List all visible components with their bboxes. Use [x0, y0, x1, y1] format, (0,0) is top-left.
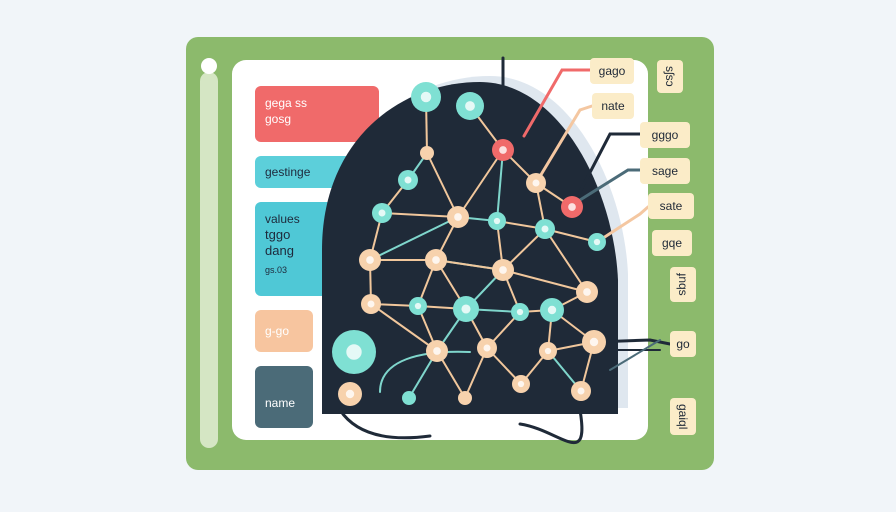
network-node	[402, 391, 416, 405]
network-node-center	[483, 344, 491, 352]
network-node-center	[414, 302, 422, 310]
card-cyan-line3: dang	[265, 243, 294, 258]
network-node-center	[577, 387, 585, 395]
network-edge	[435, 259, 504, 271]
network-node	[420, 146, 434, 160]
card-peach[interactable]: g-go	[255, 310, 313, 352]
scrollbar-track[interactable]	[200, 72, 218, 448]
tag-1[interactable]: gago	[590, 58, 634, 84]
scrollbar-handle[interactable]	[201, 58, 217, 74]
callout-line	[609, 339, 661, 371]
network-node-center	[593, 238, 601, 246]
callout-line	[379, 350, 471, 393]
callout-line	[534, 104, 594, 185]
tag-8[interactable]: ɟnqs	[670, 267, 696, 302]
card-slate-label: name	[265, 396, 296, 410]
tag-5[interactable]: sate	[648, 193, 694, 219]
network-node-center	[432, 256, 440, 264]
card-cyan-line2: tggo	[265, 227, 291, 242]
network-node-center	[378, 209, 386, 217]
network-node-center	[547, 305, 557, 315]
callout-line	[595, 205, 650, 244]
network-edge	[426, 152, 459, 218]
network-node-center	[367, 300, 375, 308]
tag-10[interactable]: gaiql	[670, 398, 696, 436]
callout-line	[518, 408, 584, 444]
card-teal-label: gestinge	[265, 165, 311, 179]
node-group	[332, 82, 606, 406]
network-node-center	[499, 266, 507, 274]
network-node	[458, 391, 472, 405]
tag-9[interactable]: go	[670, 331, 696, 357]
network-node-center	[461, 304, 471, 314]
card-cyan-line4: gs.03	[265, 265, 288, 275]
network-node-center	[346, 344, 362, 360]
network-node-center	[454, 213, 462, 221]
network-edge	[502, 269, 588, 293]
network-node-center	[516, 308, 524, 316]
network-node-center	[404, 176, 412, 184]
network-node-center	[589, 337, 599, 347]
tag-4[interactable]: sage	[640, 158, 690, 184]
card-red[interactable]: gega ss gosg	[255, 86, 379, 142]
card-red-line1: gega ss	[265, 96, 308, 110]
network-node-center	[433, 347, 441, 355]
network-edge	[370, 303, 438, 352]
tag-7[interactable]: sʃsɔ	[657, 60, 683, 93]
tag-3[interactable]: gggo	[640, 122, 690, 148]
card-cyan-line1: values	[265, 212, 300, 226]
card-peach-label: g-go	[265, 324, 290, 338]
callout-line	[592, 338, 672, 346]
tag-2[interactable]: nate	[592, 93, 634, 119]
network-node-center	[465, 101, 475, 111]
network-edge	[496, 149, 504, 222]
callout-line	[570, 132, 642, 209]
callout-line	[578, 168, 642, 202]
network-node-center	[568, 203, 576, 211]
network-node-center	[541, 225, 549, 233]
network-node-center	[366, 256, 374, 264]
network-node-center	[532, 179, 540, 187]
network-node-center	[583, 288, 591, 296]
network-edge	[544, 228, 588, 293]
network-node-center	[345, 389, 355, 399]
network-node-center	[517, 380, 525, 388]
tag-6[interactable]: gqe	[652, 230, 692, 256]
card-red-line2: gosg	[265, 112, 292, 126]
network-edge	[369, 216, 459, 261]
callout-line	[338, 408, 432, 440]
network-node-center	[420, 91, 432, 103]
network-node-center	[544, 347, 552, 355]
network-edge	[457, 149, 504, 218]
network-node-center	[499, 146, 507, 154]
dome-background	[322, 82, 618, 414]
network-node-center	[493, 217, 501, 225]
callout-line	[522, 68, 592, 138]
card-slate[interactable]: name	[255, 366, 313, 428]
callout-lines	[338, 56, 672, 444]
network-edge	[381, 212, 459, 218]
